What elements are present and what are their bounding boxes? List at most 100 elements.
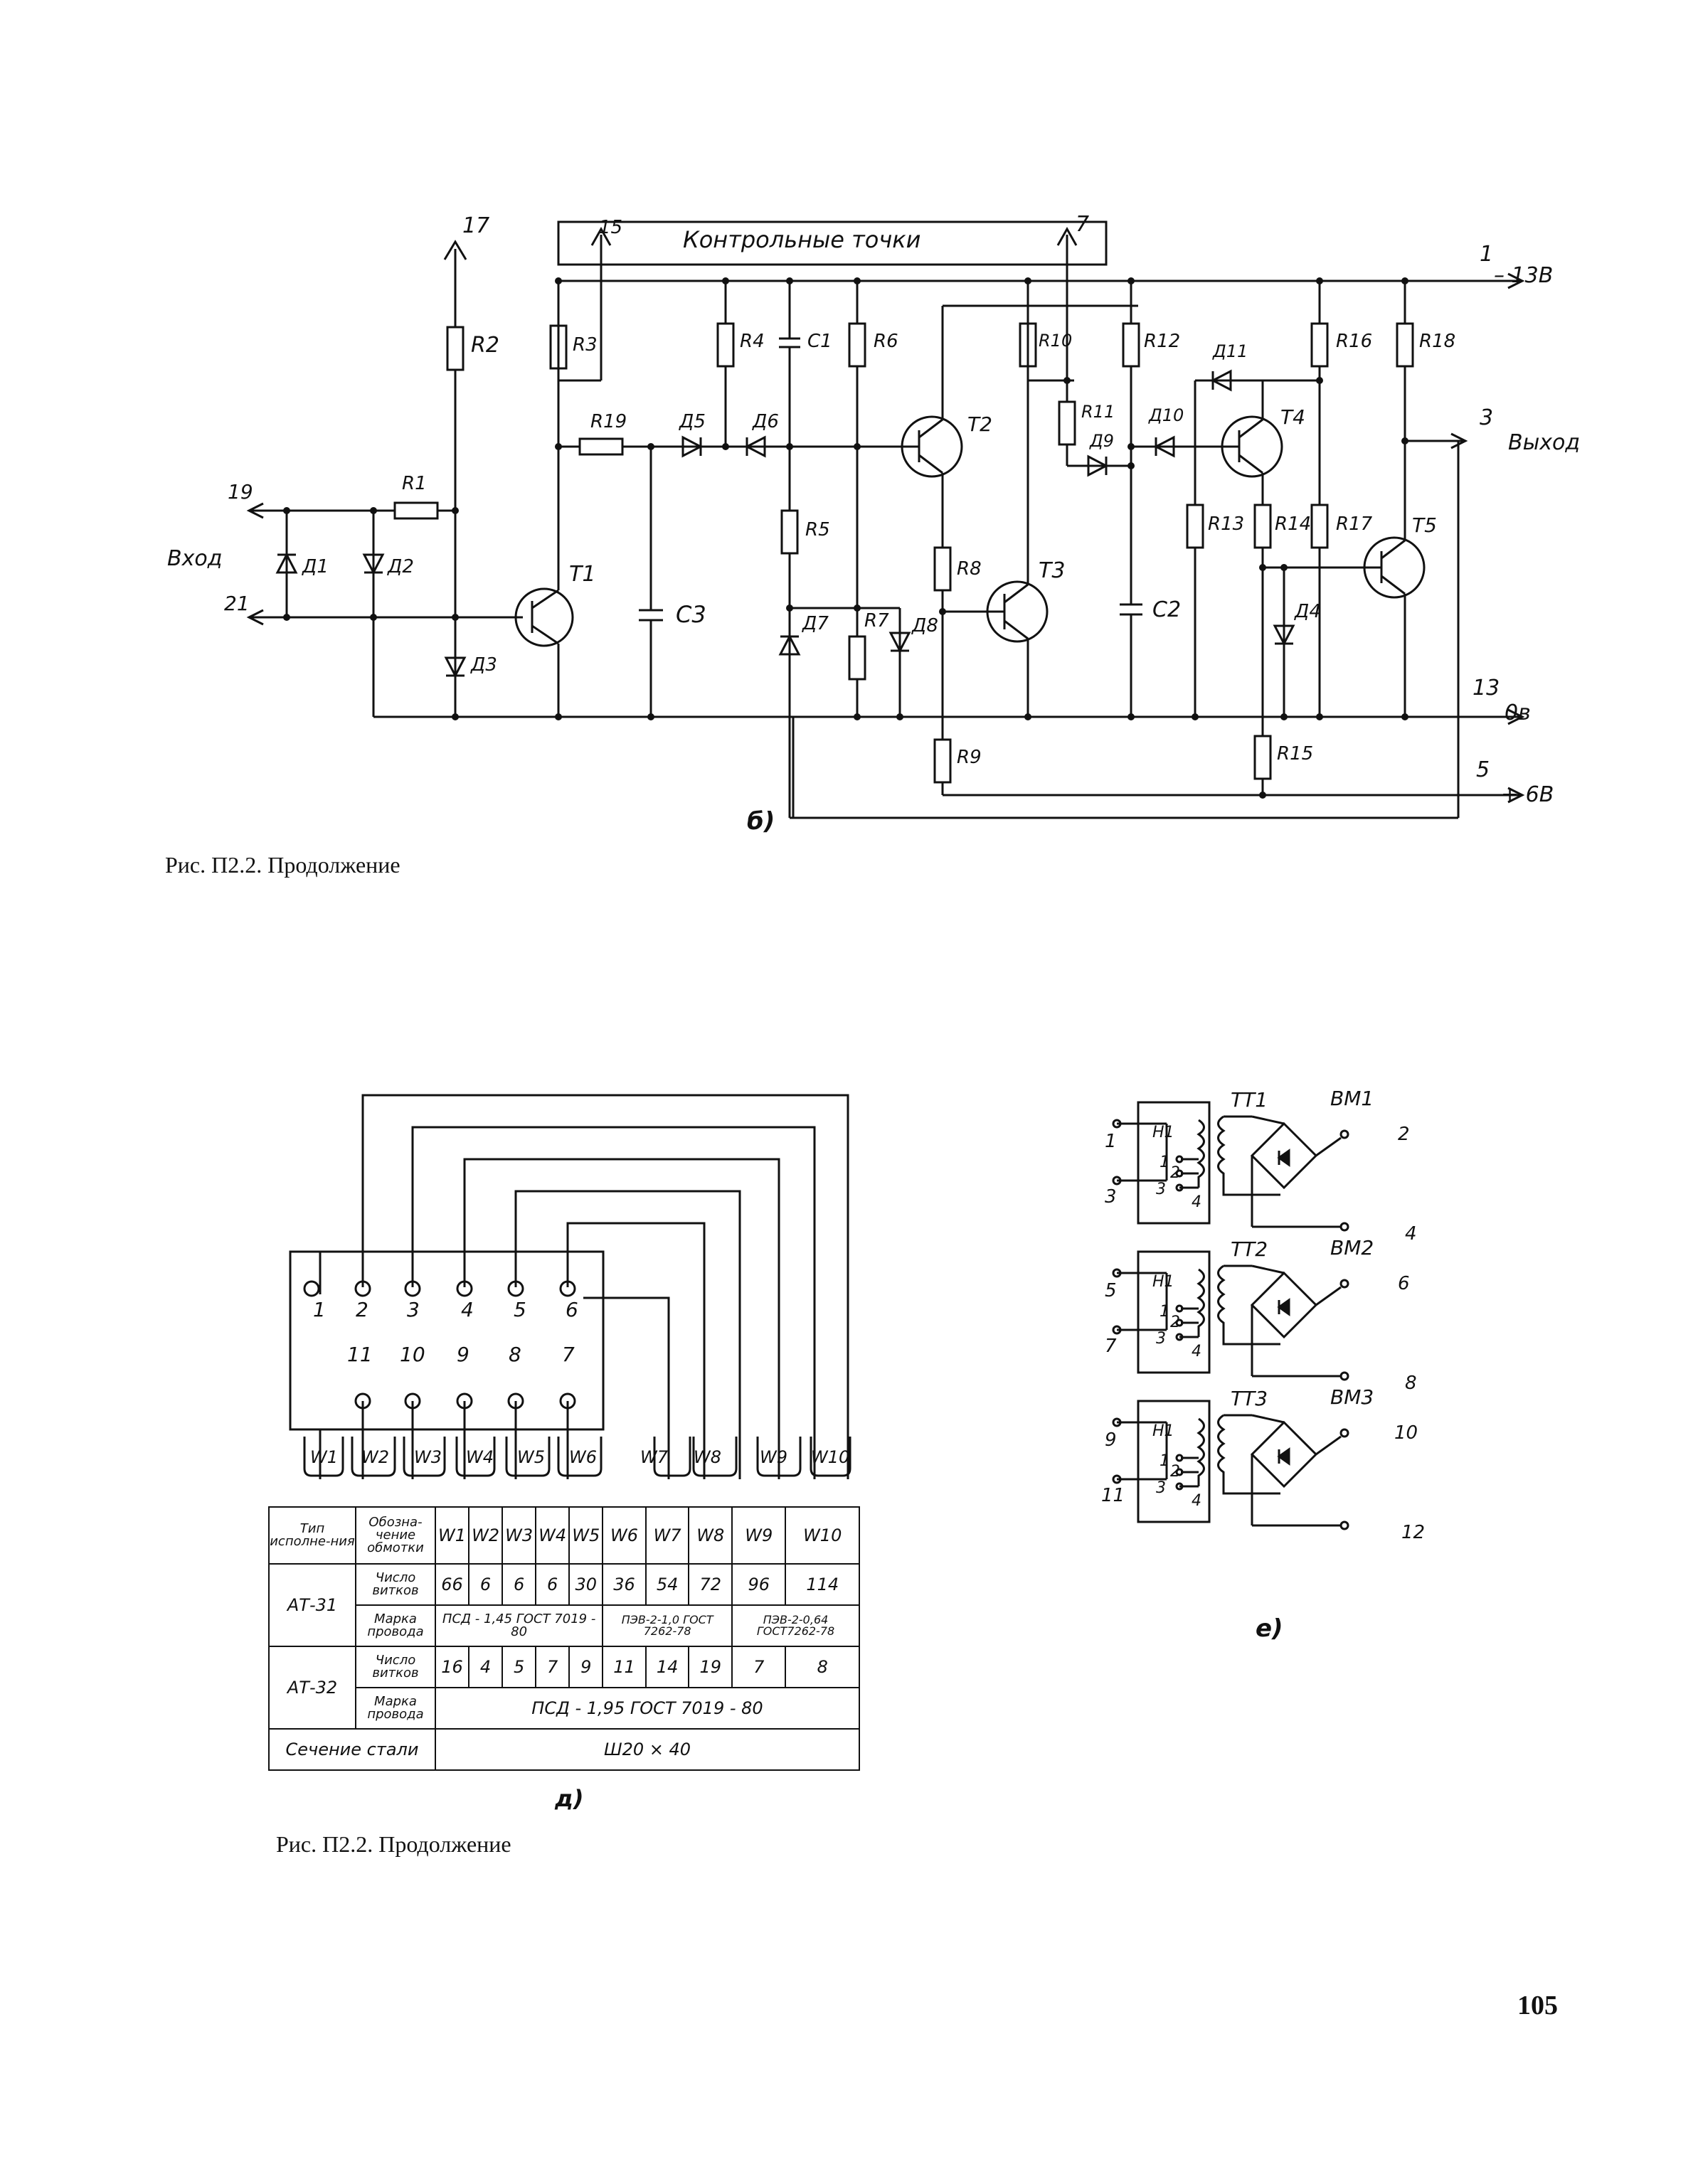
tt3-t2: 2 (1170, 1463, 1180, 1481)
tt1-in-3: 3 (1105, 1186, 1117, 1208)
cell: 96 (731, 1563, 787, 1606)
steel-value: Ш20 × 40 (435, 1728, 860, 1771)
winding-W7: W7 (640, 1447, 668, 1467)
label-R10: R10 (1039, 331, 1073, 351)
wire-a: ПСД - 1,45 ГОСТ 7019 - 80 (434, 1604, 604, 1647)
connector-diagram (289, 1094, 851, 1479)
terminal-19: 19 (228, 480, 253, 504)
label-D8: Д8 (912, 615, 938, 636)
cell: 7 (535, 1646, 571, 1688)
bm2-label: ВМ2 (1330, 1236, 1374, 1259)
connector-pin-10: 10 (400, 1343, 425, 1366)
rail-zero: 0в (1505, 701, 1531, 725)
th-col: W5 (568, 1506, 604, 1565)
th-col: W6 (602, 1506, 647, 1565)
cell: 8 (785, 1646, 860, 1688)
cell: 54 (644, 1563, 690, 1606)
label-R17: R17 (1336, 513, 1373, 535)
label-D10: Д10 (1149, 405, 1184, 425)
tt2-w: Н1 (1152, 1273, 1174, 1291)
connector-pin-4: 4 (461, 1298, 474, 1321)
output-label: Выход (1508, 430, 1581, 455)
label-R15: R15 (1277, 743, 1314, 765)
terminal-1: 1 (1480, 242, 1494, 267)
terminal-15: 15 (599, 217, 623, 238)
tt3-label: ТТ3 (1231, 1387, 1268, 1410)
tt3-out-12: 12 (1401, 1522, 1426, 1543)
wire-at32: ПСД - 1,95 ГОСТ 7019 - 80 (435, 1687, 860, 1730)
label-R11: R11 (1081, 402, 1115, 422)
tt2-in-5: 5 (1105, 1280, 1117, 1301)
th-type: Тип исполне-ния (268, 1506, 356, 1565)
wire-b: ПЭВ-2-1,0 ГОСТ 7262-78 (602, 1604, 733, 1647)
cell: 14 (644, 1646, 690, 1688)
tt3-t4: 4 (1192, 1492, 1201, 1510)
tt1-t2: 2 (1170, 1164, 1180, 1182)
winding-W3: W3 (414, 1447, 442, 1467)
tt1-out-2: 2 (1398, 1124, 1410, 1145)
figure-label-e: е) (1256, 1614, 1283, 1643)
tt2-t3: 3 (1156, 1330, 1166, 1348)
label-R14: R14 (1275, 513, 1312, 535)
tt1-out-4: 4 (1405, 1223, 1417, 1245)
winding-W4: W4 (466, 1447, 494, 1467)
label-R5: R5 (805, 519, 830, 540)
tt2-t1: 1 (1160, 1303, 1169, 1321)
cell: 114 (785, 1563, 860, 1606)
th-col: W4 (535, 1506, 571, 1565)
tt2-in-7: 7 (1105, 1336, 1117, 1357)
tt1-t3: 3 (1156, 1181, 1166, 1198)
th-col: W7 (644, 1506, 690, 1565)
th-designation: Обозна-чение обмотки (355, 1506, 436, 1565)
label-R12: R12 (1144, 331, 1181, 352)
label-C2: C2 (1152, 597, 1182, 622)
cell: 16 (434, 1646, 470, 1688)
connector-pin-11: 11 (347, 1343, 373, 1366)
label-D9: Д9 (1090, 431, 1115, 451)
winding-W9: W9 (760, 1447, 787, 1467)
terminal-21: 21 (224, 592, 250, 615)
terminal-7: 7 (1076, 212, 1090, 237)
label-R19: R19 (590, 411, 627, 432)
transformer-diagram (1112, 1101, 1349, 1530)
winding-W2: W2 (361, 1447, 389, 1467)
cell: 30 (568, 1563, 604, 1606)
terminal-5: 5 (1476, 757, 1490, 782)
tt2-t4: 4 (1192, 1343, 1201, 1360)
cell: 72 (688, 1563, 733, 1606)
label-D3: Д3 (471, 654, 497, 676)
tt2-t2: 2 (1170, 1314, 1180, 1331)
label-R1: R1 (402, 473, 427, 494)
steel-label: Сечение стали (268, 1728, 436, 1771)
rail-minus13: – 13В (1494, 263, 1554, 288)
terminal-3: 3 (1480, 405, 1494, 430)
figure-caption-1: Рис. П2.2. Продолжение (165, 852, 400, 878)
label-R18: R18 (1419, 331, 1456, 352)
th-col: W3 (502, 1506, 537, 1565)
winding-W1: W1 (310, 1447, 338, 1467)
connector-pin-1: 1 (313, 1298, 326, 1321)
tt3-out-10: 10 (1394, 1422, 1418, 1444)
type-at31: АТ-31 (268, 1563, 356, 1647)
label-T1: T1 (569, 562, 596, 587)
th-col: W9 (731, 1506, 787, 1565)
tt3-t3: 3 (1156, 1479, 1166, 1497)
wire-label: Марка провода (355, 1687, 436, 1730)
label-D1: Д1 (302, 556, 329, 577)
wire-label: Марка провода (355, 1604, 436, 1647)
label-D11: Д11 (1213, 341, 1248, 361)
label-D2: Д2 (388, 556, 414, 577)
circuit-diagram-b (246, 220, 1525, 819)
bm1-label: ВМ1 (1330, 1087, 1374, 1110)
label-R2: R2 (471, 333, 499, 358)
connector-pin-5: 5 (514, 1298, 526, 1321)
winding-W5: W5 (517, 1447, 545, 1467)
cell: 6 (502, 1563, 537, 1606)
th-col: W10 (785, 1506, 860, 1565)
label-T4: T4 (1280, 405, 1305, 429)
connector-pin-3: 3 (407, 1298, 420, 1321)
turns-label: Число витков (355, 1646, 436, 1688)
label-R7: R7 (864, 610, 889, 632)
label-R9: R9 (957, 747, 982, 768)
cell: 36 (602, 1563, 647, 1606)
